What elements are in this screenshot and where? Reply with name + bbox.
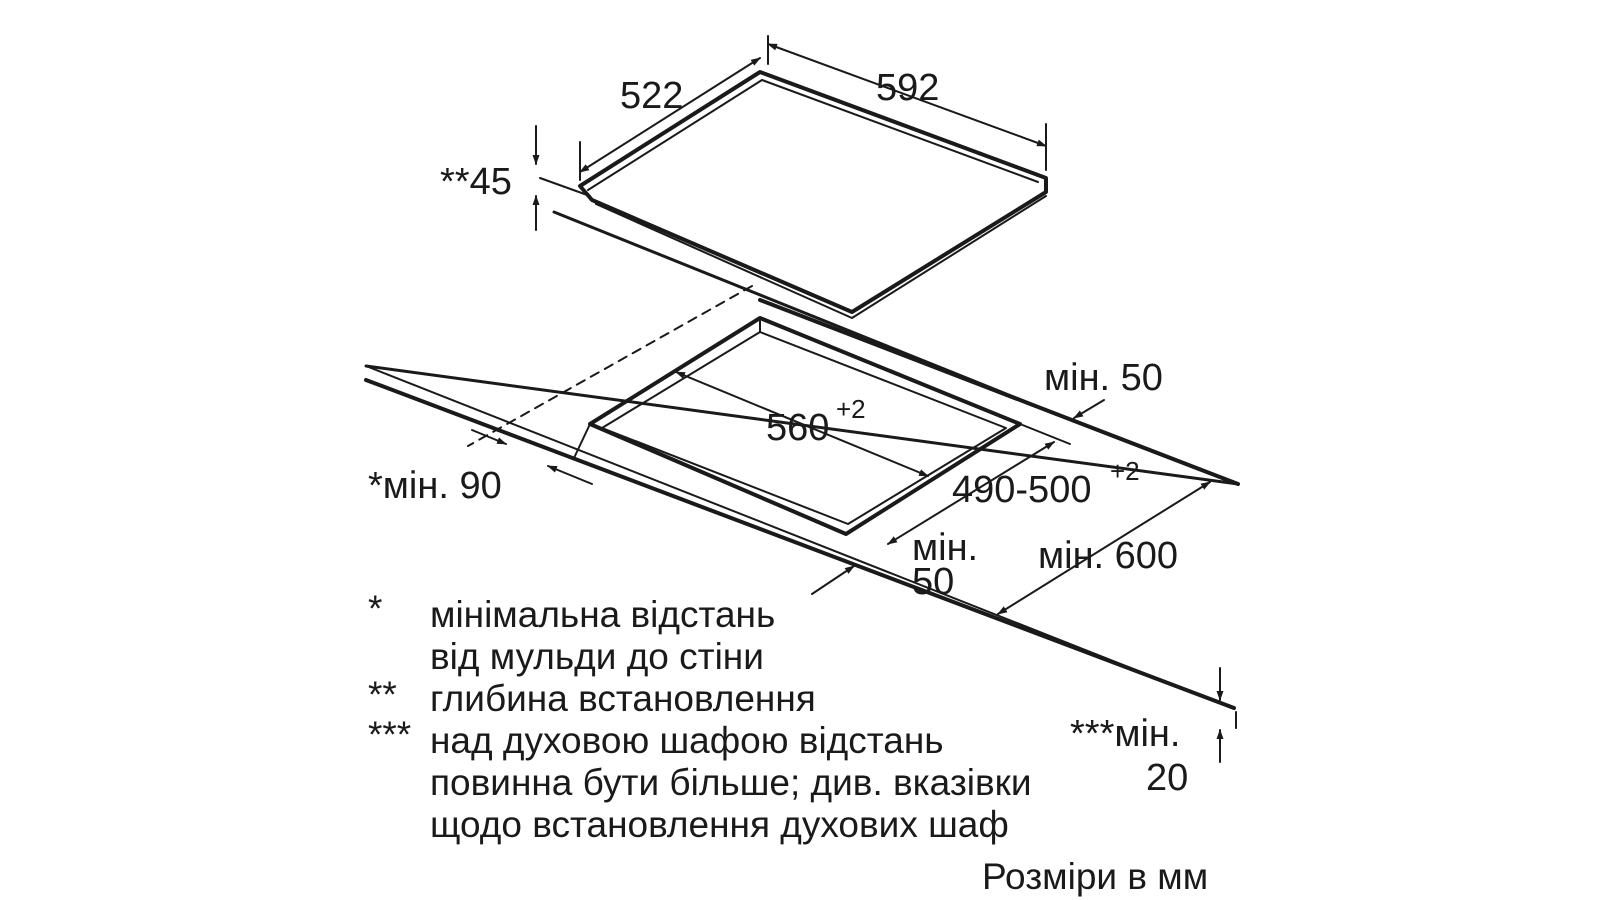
- label-522: 522: [620, 75, 683, 117]
- label-560-tolerance: +2: [836, 394, 866, 424]
- footnote-text-5: повинна бути більше; див. вказівки: [430, 762, 1032, 803]
- label-min50-back: мін. 50: [1044, 357, 1163, 399]
- footnote-text-3: глибина встановлення: [430, 678, 816, 719]
- label-min90: *мін. 90: [368, 465, 502, 507]
- footnote-mark-1: *: [368, 588, 383, 629]
- footnote-text-2: від мульди до стіни: [430, 636, 764, 677]
- label-560: 560: [766, 407, 829, 449]
- dim-arrow-min90-b: [547, 465, 593, 485]
- label-min20-line2: 20: [1146, 757, 1188, 799]
- hob-depth-ref-line: [539, 177, 591, 197]
- units-note: Розміри в мм: [982, 856, 1209, 897]
- projection-dashed-line: [467, 285, 753, 447]
- label-45: **45: [440, 161, 512, 203]
- dim-arrow-min50-back: [1073, 399, 1105, 419]
- label-min50-front-line2: 50: [912, 561, 954, 603]
- footnote-mark-3: **: [368, 674, 397, 715]
- footnote-text-6: щодо встановлення духових шаф: [430, 804, 1009, 845]
- ext-line-min90: [573, 423, 591, 459]
- dim-line-490-500: [887, 441, 1055, 545]
- label-490-500-tolerance: +2: [1110, 456, 1140, 486]
- label-592: 592: [876, 67, 939, 109]
- dim-line-min600: [997, 481, 1211, 615]
- ext-line-490: [1019, 423, 1071, 445]
- footnote-text-1: мінімальна відстань: [430, 594, 776, 635]
- label-min50-front-line1: мін.: [912, 527, 978, 569]
- worktop-back-edge: [758, 298, 1240, 486]
- dim-arrow-min90-a: [471, 429, 507, 445]
- footnote-mark-4: ***: [368, 714, 412, 755]
- dim-line-560: [675, 371, 929, 477]
- label-min20-line1: ***мін.: [1070, 713, 1180, 755]
- label-min600: мін. 600: [1038, 535, 1178, 577]
- footnote-text-4: над духовою шафою відстань: [430, 720, 944, 761]
- dim-line-522: [579, 57, 761, 173]
- dim-arrow-min50-front: [811, 565, 855, 595]
- dim-line-592: [767, 43, 1047, 147]
- label-490-500: 490-500: [952, 469, 1091, 511]
